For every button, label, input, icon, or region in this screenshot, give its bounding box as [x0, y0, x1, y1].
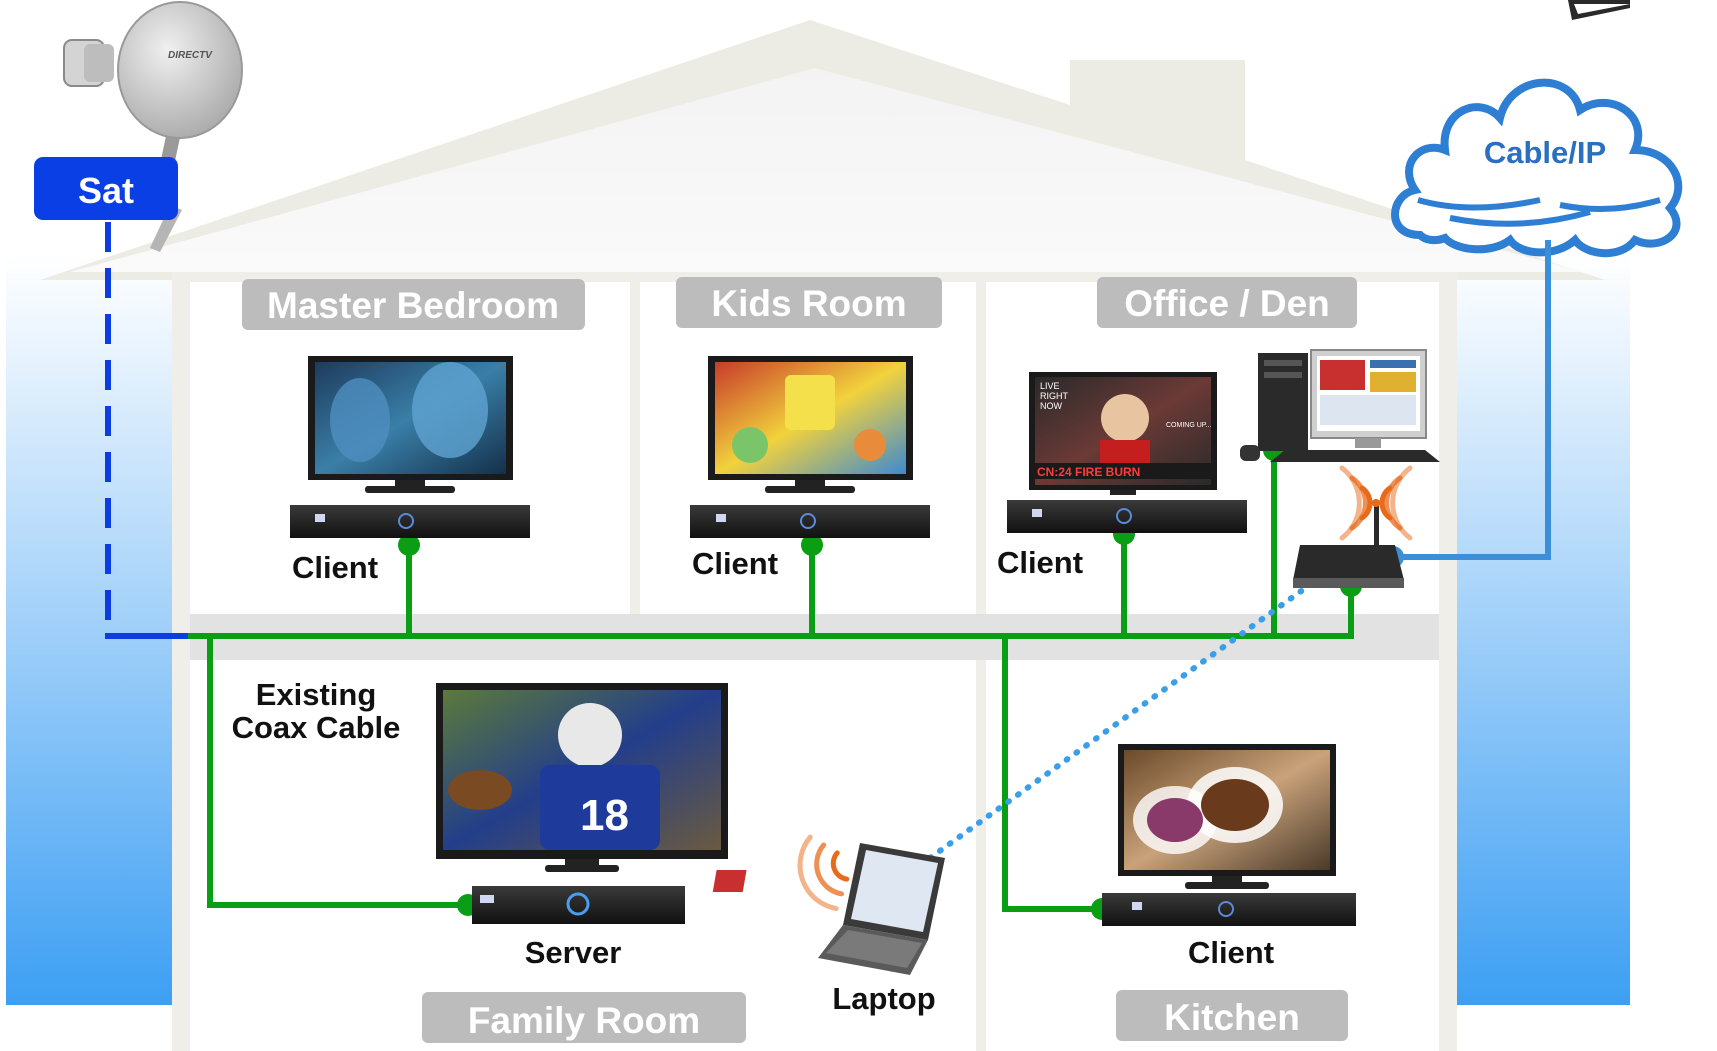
- svg-text:Family Room: Family Room: [468, 1000, 700, 1041]
- device-label-kitchen-client: Client: [1188, 935, 1274, 970]
- laptop-wifi-waves-icon: [797, 834, 850, 912]
- svg-text:NOW: NOW: [1040, 401, 1063, 411]
- svg-text:CN:24 FIRE BURN: CN:24 FIRE BURN: [1037, 465, 1140, 479]
- satellite-feed-line: [105, 222, 190, 639]
- label-family-room: Family Room: [422, 992, 746, 1043]
- svg-text:Office / Den: Office / Den: [1124, 283, 1330, 324]
- device-label-master-client: Client: [292, 550, 378, 585]
- cloud-icon: Cable/IP: [1391, 78, 1683, 258]
- label-master-bedroom: Master Bedroom: [242, 279, 585, 330]
- tv-master-bedroom: [308, 356, 513, 493]
- sat-source-label: Sat: [34, 157, 178, 220]
- label-kids-room: Kids Room: [676, 277, 942, 328]
- svg-text:Kids Room: Kids Room: [711, 283, 906, 324]
- receiver-kitchen: [1102, 893, 1356, 926]
- wireless-router-icon: [1293, 499, 1404, 588]
- svg-text:LIVE: LIVE: [1040, 381, 1060, 391]
- svg-text:Coax Cable: Coax Cable: [232, 710, 401, 745]
- receiver-office-den: [1007, 500, 1247, 533]
- label-office-den: Office / Den: [1097, 277, 1357, 328]
- svg-text:Kitchen: Kitchen: [1164, 997, 1300, 1038]
- device-label-laptop: Laptop: [832, 981, 935, 1016]
- desktop-computer-icon: [1240, 349, 1440, 462]
- device-label-office-client: Client: [997, 545, 1083, 580]
- tv-office-den: CN:24 FIRE BURN LIVE RIGHT NOW COMING UP…: [1029, 372, 1217, 495]
- router-wifi-waves-icon: [1339, 465, 1413, 541]
- svg-text:Existing: Existing: [256, 677, 377, 712]
- coax-port-master: [398, 534, 420, 556]
- coax-network: [188, 450, 1354, 912]
- label-kitchen: Kitchen: [1116, 990, 1348, 1041]
- tv-family-room: 18: [436, 683, 728, 872]
- corner-monitor-fragment: [1568, 0, 1630, 20]
- cloud-label: Cable/IP: [1484, 135, 1606, 170]
- svg-text:RIGHT: RIGHT: [1040, 391, 1069, 401]
- jersey-number: 18: [580, 791, 629, 840]
- coax-annotation: Existing Coax Cable: [232, 677, 401, 745]
- svg-text:COMING UP...: COMING UP...: [1166, 422, 1211, 429]
- tv-kitchen: [1118, 744, 1336, 889]
- svg-text:Master Bedroom: Master Bedroom: [267, 285, 559, 326]
- laptop-icon: [712, 843, 945, 975]
- house-roof: [40, 20, 1605, 280]
- sky-left: [6, 255, 176, 1005]
- coax-port-kids: [801, 534, 823, 556]
- svg-text:Sat: Sat: [78, 170, 134, 211]
- sky-right: [1455, 255, 1630, 1005]
- server-receiver: [472, 886, 685, 924]
- device-label-kids-client: Client: [692, 546, 778, 581]
- receiver-master-bedroom: [290, 505, 530, 538]
- dish-brand-text: DIRECTV: [168, 50, 213, 61]
- device-label-server: Server: [525, 935, 622, 970]
- tv-kids-room: [708, 356, 913, 493]
- receiver-kids-room: [690, 505, 930, 538]
